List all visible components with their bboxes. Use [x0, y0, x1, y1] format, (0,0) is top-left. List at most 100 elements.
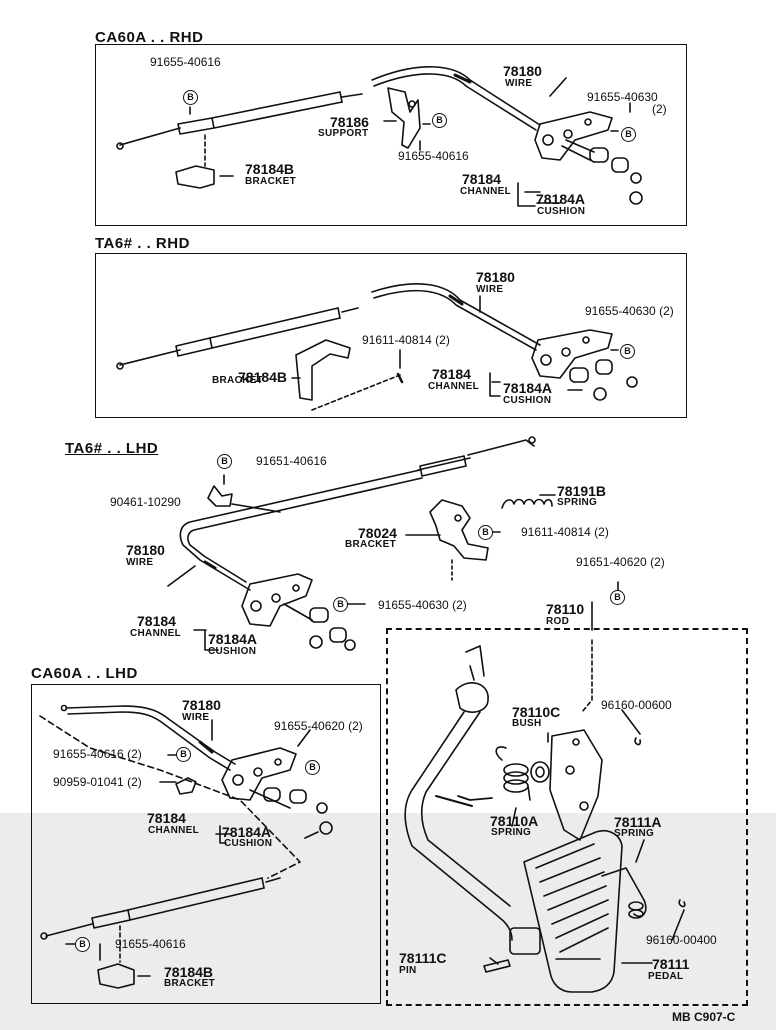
b-badge-icon: B	[75, 937, 90, 952]
s2-cushions	[569, 359, 638, 401]
s4-cushions	[249, 787, 333, 835]
part-78184a-number: 78184A	[222, 824, 272, 840]
part-78184-name: CHANNEL	[130, 628, 181, 639]
part-78111c-number: 78111C	[399, 950, 447, 966]
part-78184a-name: CUSHION	[537, 206, 586, 217]
part-78180-number: 78180	[503, 63, 542, 79]
part-78111a-number: 78111A	[614, 814, 662, 830]
part-number-90959-01041: 90959-01041 (2)	[53, 775, 142, 789]
s3-bracket-78024	[429, 499, 489, 581]
part-78184b-number: 78184B	[164, 964, 214, 980]
pedal-leaders	[489, 709, 685, 965]
b-badge-icon: B	[217, 454, 232, 469]
s4-channel	[221, 747, 297, 801]
b-badge-icon: B	[610, 590, 625, 605]
part-number-90461-10290: 90461-10290	[110, 495, 181, 509]
part-78180-number: 78180	[126, 542, 165, 558]
part-78184-number: 78184	[147, 810, 186, 826]
part-78186-name: SUPPORT	[318, 128, 369, 139]
b-badge-icon: B	[305, 760, 320, 775]
part-78184-name: CHANNEL	[460, 186, 511, 197]
part-78024-number: 78024	[358, 525, 397, 541]
background-band	[0, 813, 776, 1030]
part-78184b-number: 78184B	[238, 369, 288, 385]
s3-cable	[179, 436, 536, 591]
part-78184a-number: 78184A	[503, 380, 553, 396]
s1-support	[387, 87, 421, 149]
part-number-96160-00600: 96160-00600	[601, 698, 672, 712]
part-number-91655-40630: 91655-40630 (2)	[378, 598, 467, 612]
part-78184a-number: 78184A	[536, 191, 586, 207]
part-78180-name: WIRE	[505, 78, 533, 89]
s2-channel	[531, 329, 613, 379]
part-78180-name: WIRE	[182, 712, 210, 723]
part-number-91651-40616: 91651-40616	[256, 454, 327, 468]
b-badge-icon: B	[333, 597, 348, 612]
part-78111c-name: PIN	[399, 965, 417, 976]
part-number-91655-40616: 91655-40616	[115, 937, 186, 951]
b-badge-icon: B	[478, 525, 493, 540]
s4-cable-upper	[60, 704, 236, 771]
part-78110a-number: 78110A	[490, 813, 539, 829]
s2-leaders	[291, 295, 619, 397]
part-78110a-name: SPRING	[491, 827, 532, 838]
part-number-96160-00400: 96160-00400	[646, 933, 717, 947]
part-number-91655-40616: 91655-40616 (2)	[53, 747, 142, 761]
part-78111-number: 78111	[652, 956, 690, 972]
s2-bracket	[295, 339, 401, 411]
s1-bracket	[175, 134, 215, 189]
s3-spring-78191b	[501, 498, 553, 509]
part-78110-number: 78110	[546, 601, 585, 617]
b-badge-icon: B	[432, 113, 447, 128]
s3-cushions	[283, 603, 356, 651]
diagram-code: MB C907-C	[672, 1010, 736, 1024]
pedal-clips	[634, 737, 686, 908]
frame-pedal-assembly	[386, 628, 748, 1006]
pedal-spring-78110a	[495, 746, 531, 801]
part-78184b-number: 78184B	[245, 161, 295, 177]
s1-cable	[116, 66, 541, 150]
part-78184a-name: CUSHION	[208, 646, 257, 657]
pedal-spring-78111a	[601, 867, 647, 919]
part-78110-name: ROD	[546, 616, 570, 627]
section-title-ta6-lhd: TA6# . . LHD	[65, 440, 159, 457]
b-badge-icon: B	[176, 747, 191, 762]
pedal-arm	[404, 645, 541, 955]
s4-cable-lower	[40, 877, 281, 940]
s3-clip	[207, 485, 233, 507]
s3-leaders	[167, 474, 619, 651]
part-number-91611-40814: 91611-40814 (2)	[362, 333, 450, 347]
b-badge-icon: B	[620, 344, 635, 359]
frame-ca60a-lhd	[31, 684, 381, 1004]
s2-bolt	[396, 372, 404, 384]
part-78184-number: 78184	[137, 613, 176, 629]
frame-ta6-rhd	[95, 253, 687, 418]
part-number-91655-40630: 91655-40630	[587, 90, 658, 104]
part-78184b-name: BRACKET	[245, 176, 296, 187]
part-78110c-number: 78110C	[512, 704, 561, 720]
part-78184-number: 78184	[432, 366, 471, 382]
part-78180-name: WIRE	[476, 284, 504, 295]
part-78186-number: 78186	[330, 114, 369, 130]
section-title-ca60a-rhd: CA60A . . RHD	[95, 29, 204, 46]
part-78111a-name: SPRING	[614, 828, 655, 839]
part-78184a-number: 78184A	[208, 631, 258, 647]
part-78191b-number: 78191B	[557, 483, 607, 499]
part-number-91611-40814: 91611-40814 (2)	[521, 525, 609, 539]
part-78191b-name: SPRING	[557, 497, 598, 508]
s4-routing-dash	[39, 715, 301, 879]
part-78024-name: BRACKET	[345, 539, 396, 550]
pedal-bracket	[549, 729, 603, 841]
part-78184b-name: BRACKET	[164, 978, 215, 989]
quantity-label: (2)	[652, 102, 667, 116]
section-title-ta6-rhd: TA6# . . RHD	[95, 235, 190, 252]
s4-leaders	[65, 719, 319, 977]
s3-channel	[241, 573, 313, 627]
pedal-78111	[523, 830, 623, 993]
part-78180-number: 78180	[476, 269, 515, 285]
s1-leaders-b	[536, 102, 631, 204]
part-78184b-name: BRACKET	[212, 375, 263, 386]
pedal-rod	[457, 639, 593, 801]
part-number-91655-40616: 91655-40616	[398, 149, 469, 163]
